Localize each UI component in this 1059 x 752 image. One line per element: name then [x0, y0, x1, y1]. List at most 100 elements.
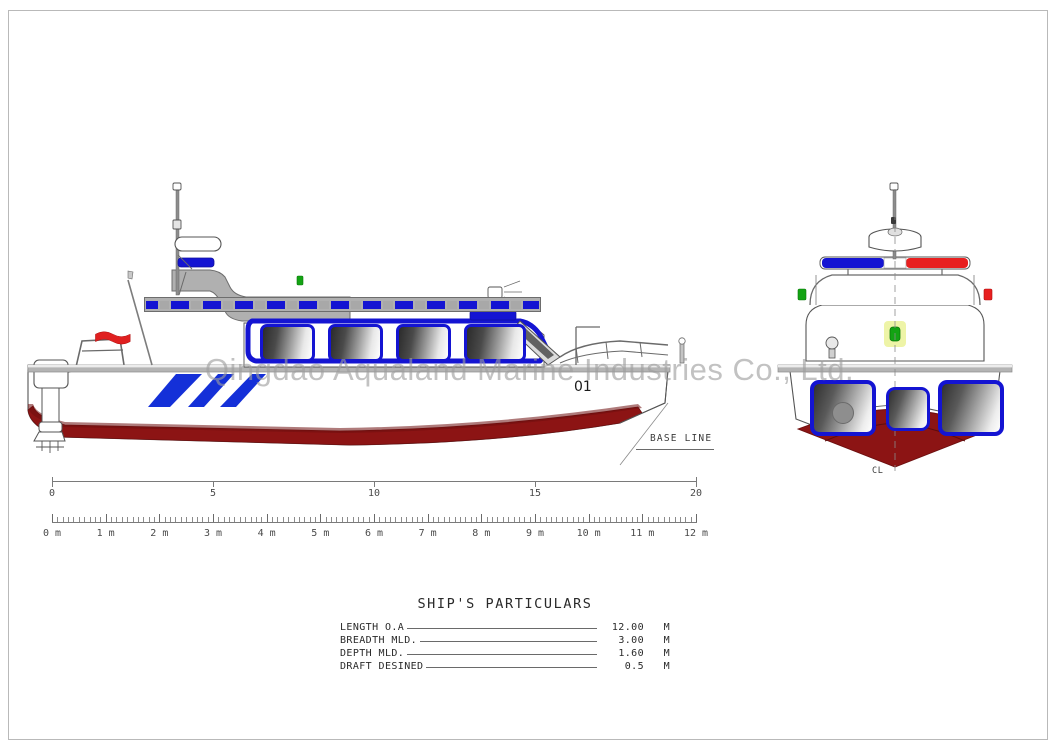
- sheet-border: [8, 10, 1048, 740]
- scale-minor-tick: [148, 517, 150, 522]
- scale-minor-tick: [685, 517, 687, 522]
- particulars-leader: [426, 667, 597, 668]
- particulars-value: 3.00: [618, 635, 644, 646]
- scale-tick-label: 10: [367, 488, 381, 499]
- scale-minor-tick: [121, 517, 123, 522]
- scale-minor-tick: [363, 517, 365, 522]
- scale-minor-tick: [653, 517, 655, 522]
- scale-minor-tick: [293, 517, 295, 522]
- scale-tick-label: 5: [209, 488, 217, 499]
- scale-minor-tick: [272, 517, 274, 522]
- particulars-leader: [407, 628, 597, 629]
- scale-minor-tick: [357, 517, 359, 522]
- window-wiper-hub: [832, 402, 854, 424]
- radar-dome-icon: [174, 236, 222, 252]
- scale-minor-tick: [62, 517, 64, 522]
- scale-minor-tick: [143, 517, 145, 522]
- scale-meter-label: 8 m: [472, 528, 491, 539]
- scale-meter-label: 0 m: [42, 528, 62, 539]
- bow-stem: [619, 369, 669, 424]
- scale-minor-tick: [229, 517, 231, 522]
- scale-minor-tick: [89, 517, 91, 522]
- scale-meter-label: 12 m: [683, 528, 709, 539]
- scale-minor-tick: [540, 517, 542, 522]
- scale-minor-tick: [261, 517, 263, 522]
- scale-tick-label: 15: [528, 488, 542, 499]
- scale-minor-tick: [572, 517, 574, 522]
- scale-minor-tick: [610, 517, 612, 522]
- particulars-value: 0.5: [624, 661, 644, 672]
- scale-major-tick: [588, 514, 590, 522]
- scale-minor-tick: [132, 517, 134, 522]
- particulars-unit: M: [663, 648, 670, 659]
- scale-minor-tick: [347, 517, 349, 522]
- hull-stripe: [220, 374, 266, 407]
- scale-major-tick: [427, 514, 429, 522]
- scale-minor-tick: [508, 517, 510, 522]
- scale-meter-label: 1 m: [96, 528, 115, 539]
- scale-minor-tick: [170, 517, 172, 522]
- stern-rail: [75, 338, 125, 368]
- scale-meter-label: 6 m: [364, 528, 384, 539]
- hull-stripe: [148, 374, 202, 407]
- scale-major-tick: [159, 514, 161, 522]
- scale-minor-tick: [57, 517, 59, 522]
- particulars-unit: M: [663, 661, 670, 672]
- scale-cap-left: [52, 477, 53, 482]
- cabin-window-surround: [245, 318, 551, 364]
- scale-minor-tick: [100, 517, 102, 522]
- scale-minor-tick: [368, 517, 370, 522]
- front-elevation-view: [770, 175, 1020, 475]
- scale-meter-label: 4 m: [257, 528, 276, 539]
- scale-minor-tick: [626, 517, 628, 522]
- scale-tick: [374, 481, 375, 487]
- scale-minor-tick: [245, 517, 247, 522]
- scale-minor-tick: [690, 517, 692, 522]
- scale-minor-tick: [127, 517, 129, 522]
- scale-minor-tick: [207, 517, 209, 522]
- scale-minor-tick: [94, 517, 96, 522]
- scale-minor-tick: [153, 517, 155, 522]
- scale-minor-tick: [175, 517, 177, 522]
- scale-major-tick: [696, 514, 697, 522]
- cabin-window: [328, 324, 383, 362]
- front-window-port: [810, 380, 876, 436]
- particulars-title: SHIP'S PARTICULARS: [417, 596, 593, 612]
- bow-rail-lower: [559, 350, 669, 364]
- scale-minor-tick: [674, 517, 676, 522]
- scale-minor-tick: [411, 517, 413, 522]
- horn-icon: [825, 336, 839, 359]
- scale-minor-tick: [186, 517, 188, 522]
- scale-minor-tick: [604, 517, 606, 522]
- scale-minor-tick: [180, 517, 182, 522]
- scale-minor-tick: [679, 517, 681, 522]
- scale-minor-tick: [492, 517, 494, 522]
- cabin-window: [464, 324, 526, 362]
- stern-rail-mid: [81, 349, 124, 352]
- scale-minor-tick: [502, 517, 504, 522]
- scale-minor-tick: [524, 517, 526, 522]
- cabin-roof-sweep: [171, 269, 351, 322]
- scale-minor-tick: [620, 517, 622, 522]
- scale-minor-tick: [84, 517, 86, 522]
- scale-minor-tick: [309, 517, 311, 522]
- scale-minor-tick: [615, 517, 617, 522]
- scale-minor-tick: [116, 517, 118, 522]
- scale-major-tick: [374, 514, 375, 522]
- front-window-center: [886, 387, 930, 431]
- front-window-stbd: [938, 380, 1004, 436]
- cabin-window-group: [252, 318, 537, 370]
- scale-meter-label: 3 m: [203, 528, 223, 539]
- scale-minor-tick: [223, 517, 225, 522]
- scale-meter-label: 9 m: [525, 528, 545, 539]
- scale-minor-tick: [663, 517, 665, 522]
- roof-rail-lightbar: [144, 297, 541, 312]
- cabin-window: [260, 324, 315, 362]
- particulars-label: DEPTH MLD.: [340, 648, 405, 659]
- scale-major-tick: [52, 514, 53, 522]
- scale-minor-tick: [556, 517, 558, 522]
- scale-major-tick: [105, 514, 107, 522]
